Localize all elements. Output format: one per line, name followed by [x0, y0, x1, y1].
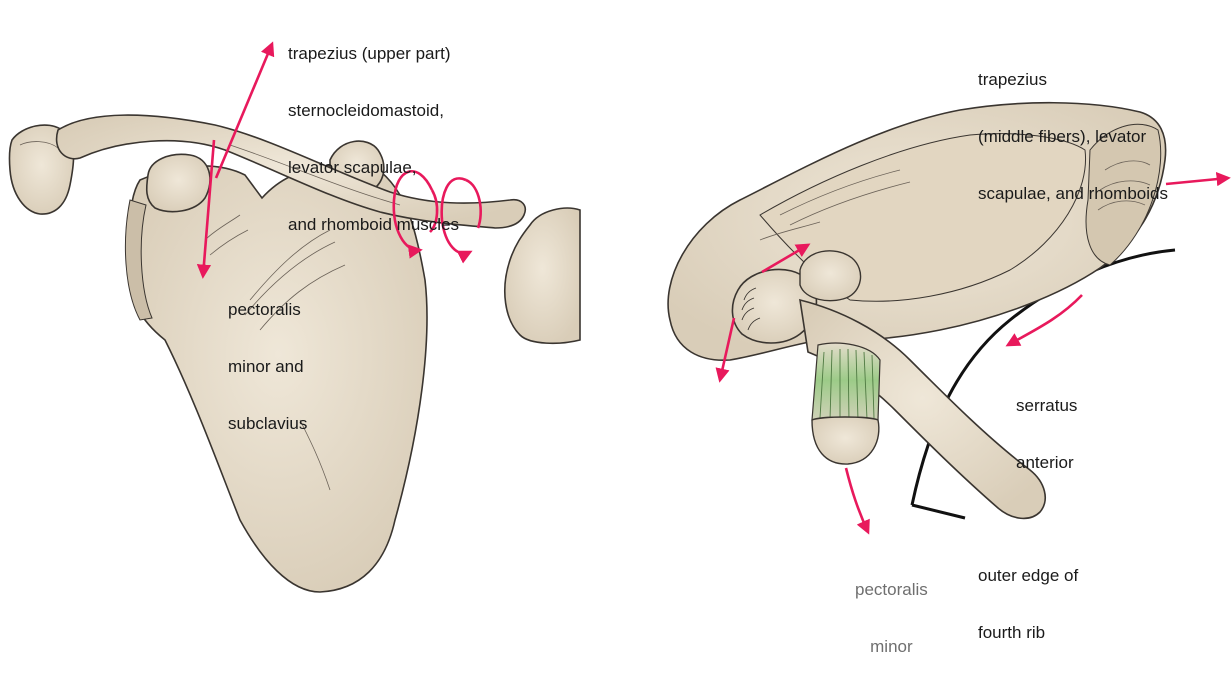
label-left-lower-muscles: pectoralis minor and subclavius	[228, 262, 307, 452]
label-line: pectoralis	[855, 580, 928, 599]
label-right-top-muscles: trapezius (middle fibers), levator scapu…	[978, 32, 1168, 222]
label-line: sternocleidomastoid,	[288, 101, 459, 120]
label-line: anterior	[1016, 453, 1077, 472]
label-line: scapulae, and rhomboids	[978, 184, 1168, 203]
label-serratus-anterior: serratus anterior	[1016, 358, 1077, 491]
label-line: and rhomboid muscles	[288, 215, 459, 234]
label-line: serratus	[1016, 396, 1077, 415]
label-line: fourth rib	[978, 623, 1078, 642]
label-line: trapezius	[978, 70, 1168, 89]
label-line: minor	[855, 637, 928, 656]
right-pectoralis-arrow	[846, 468, 868, 532]
left-sternum-fragment	[505, 208, 580, 343]
label-line: levator scapulae,	[288, 158, 459, 177]
label-fourth-rib: outer edge of fourth rib	[978, 528, 1078, 661]
right-coracoid-tip	[812, 417, 879, 464]
label-line: minor and	[228, 357, 307, 376]
label-line: subclavius	[228, 414, 307, 433]
right-retraction-arrow	[1166, 178, 1228, 184]
label-line: (middle fibers), levator	[978, 127, 1168, 146]
label-line: pectoralis	[228, 300, 307, 319]
label-line: outer edge of	[978, 566, 1078, 585]
label-left-upper-muscles: trapezius (upper part) sternocleidomasto…	[288, 6, 459, 253]
label-pectoralis-minor: pectoralis minor	[855, 542, 928, 675]
right-coracoid	[800, 251, 861, 301]
label-line: trapezius (upper part)	[288, 44, 459, 63]
left-coracoid	[147, 154, 210, 211]
